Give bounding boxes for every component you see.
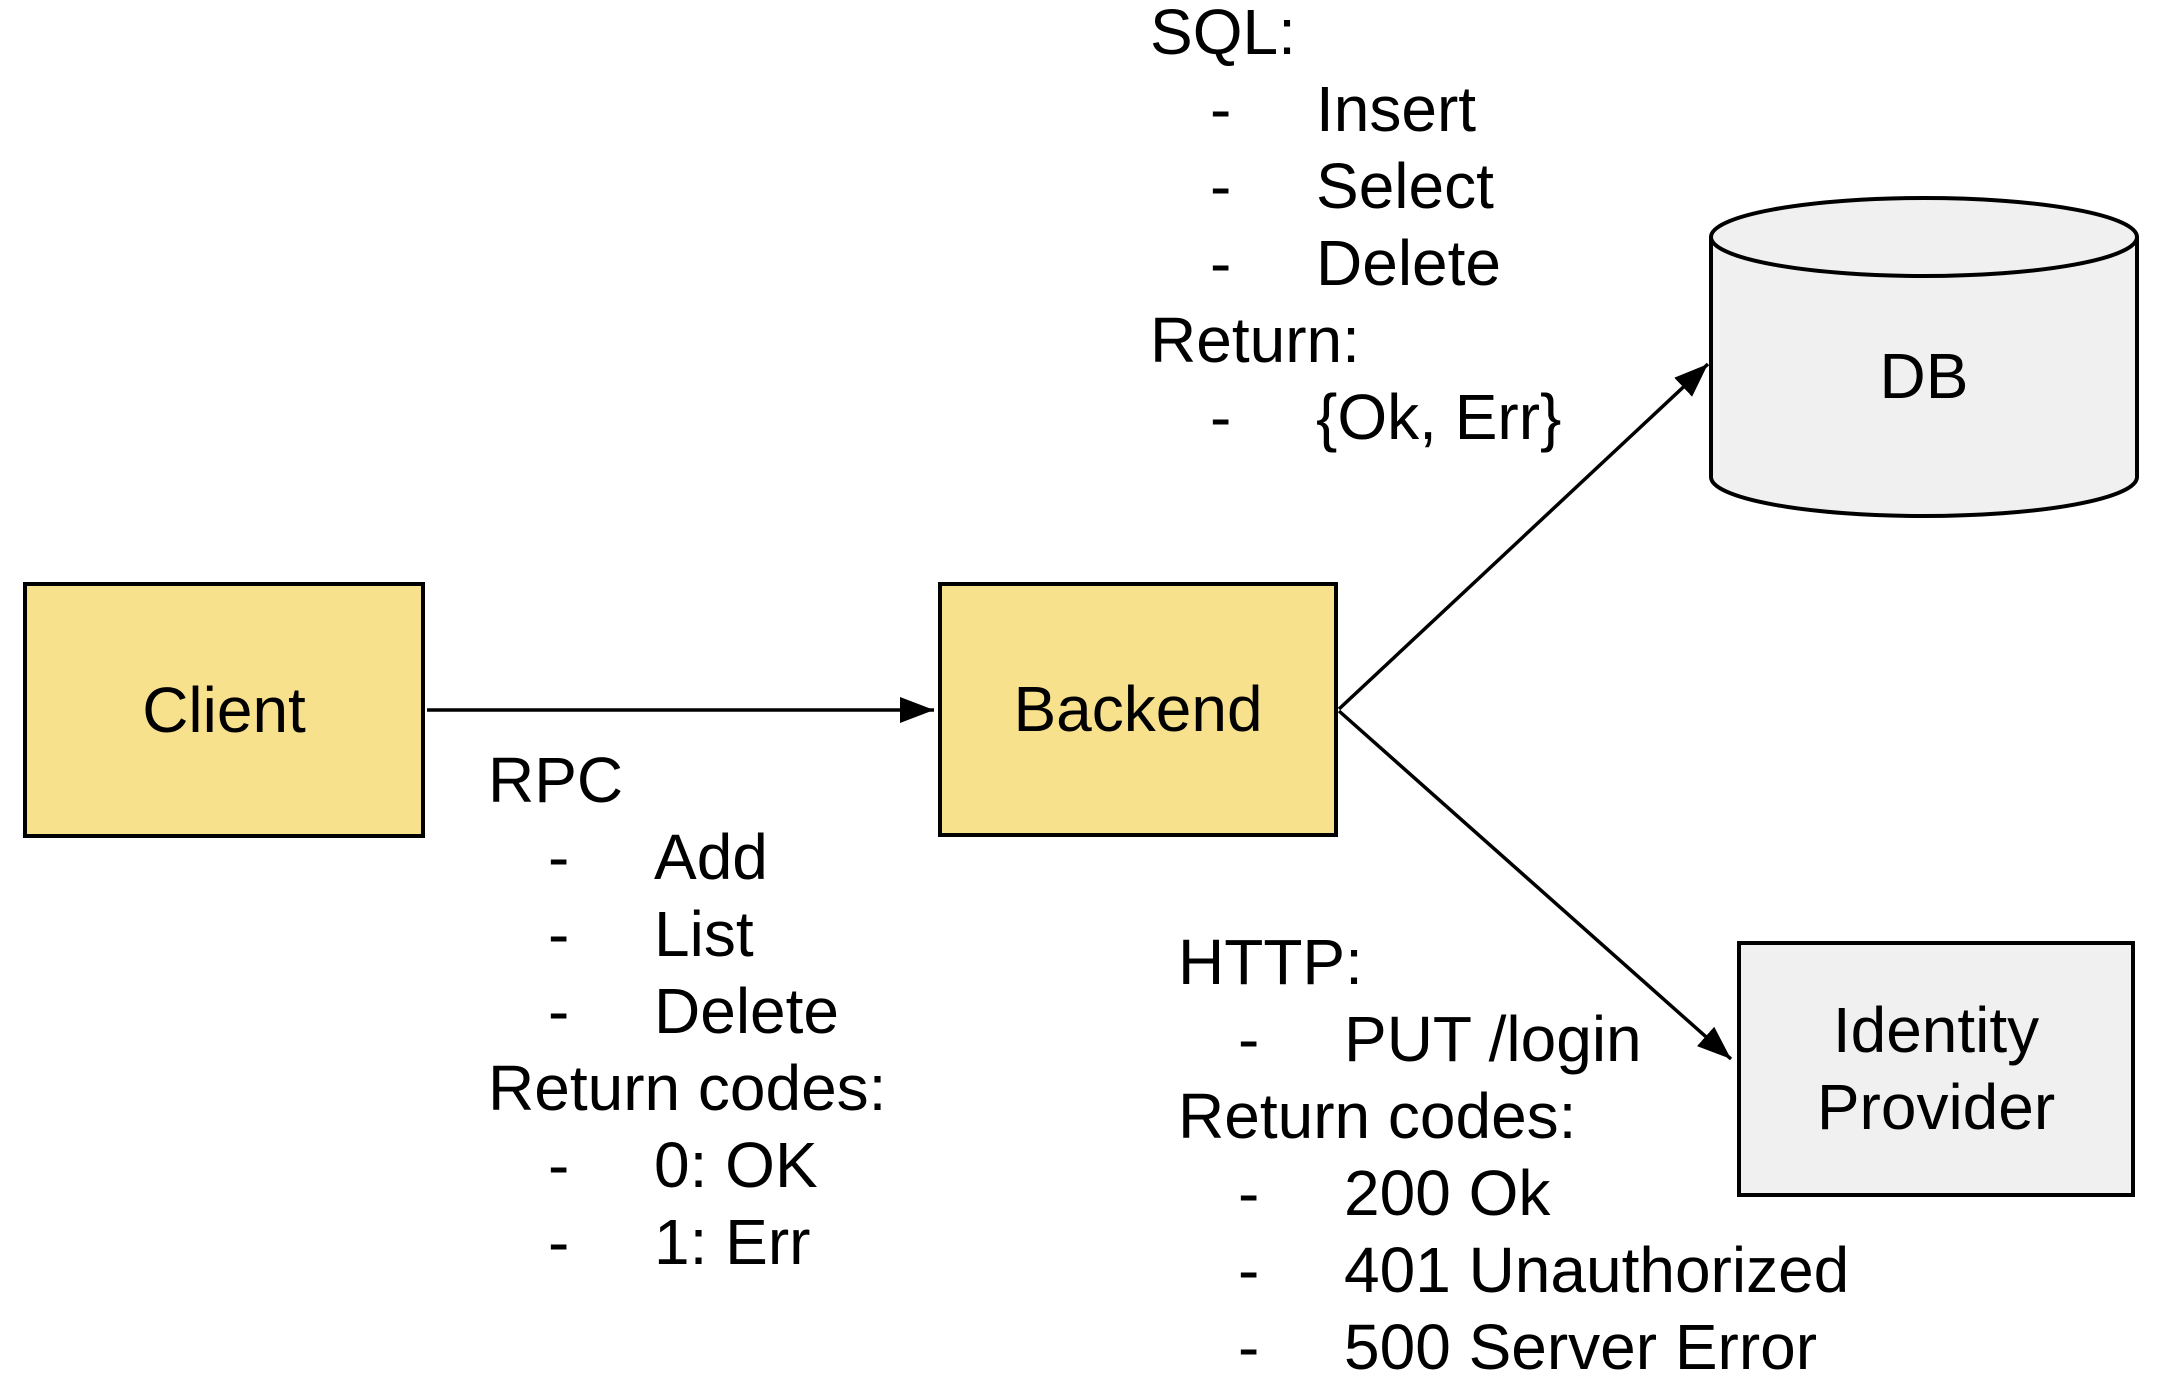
http-annotation-return-item: - 500 Server Error — [1178, 1309, 1849, 1386]
bullet-dash: - — [548, 898, 570, 970]
http-annotation-title: HTTP: — [1178, 926, 1363, 998]
sql-annotation-title: SQL: — [1150, 0, 1296, 68]
http-annotation: HTTP: - PUT /login Return codes: - 200 O… — [1178, 924, 1849, 1386]
backend-node-label: Backend — [1013, 673, 1263, 745]
bullet-dash: - — [1238, 1003, 1260, 1075]
bullet-dash: - — [548, 975, 570, 1047]
identity-provider-node: Identity Provider — [1737, 941, 2135, 1197]
sql-annotation-item: - Delete — [1150, 225, 1561, 302]
rpc-annotation-return-title: Return codes: — [488, 1052, 887, 1124]
rpc-annotation-item: - List — [488, 896, 886, 973]
identity-provider-node-label: Identity Provider — [1816, 994, 2056, 1143]
edge-backend-to-identity-provider — [1337, 709, 1733, 1061]
bullet-dash: - — [1238, 1234, 1260, 1306]
bullet-dash: - — [548, 1206, 570, 1278]
sql-annotation-item: - Insert — [1150, 71, 1561, 148]
rpc-annotation-return-item: - 1: Err — [488, 1204, 886, 1281]
rpc-annotation-item: - Delete — [488, 973, 886, 1050]
http-annotation-return-item: - 401 Unauthorized — [1178, 1232, 1849, 1309]
rpc-annotation-title: RPC — [488, 744, 624, 816]
bullet-dash: - — [548, 1129, 570, 1201]
bullet-dash: - — [1238, 1311, 1260, 1383]
bullet-dash: - — [1210, 227, 1232, 299]
sql-annotation: SQL: - Insert - Select - Delete Return: … — [1150, 0, 1561, 456]
db-cylinder — [1709, 196, 2139, 518]
sql-annotation-return-item: - {Ok, Err} — [1150, 379, 1561, 456]
bullet-dash: - — [1210, 150, 1232, 222]
rpc-annotation-return-item: - 0: OK — [488, 1127, 886, 1204]
client-node-label: Client — [142, 673, 306, 746]
sql-annotation-return-title: Return: — [1150, 304, 1360, 376]
rpc-annotation-item: - Add — [488, 819, 886, 896]
db-cylinder-body — [1709, 237, 2139, 518]
http-annotation-return-item: - 200 Ok — [1178, 1155, 1849, 1232]
db-cylinder-top — [1709, 196, 2139, 278]
http-annotation-item: - PUT /login — [1178, 1001, 1849, 1078]
client-node: Client — [23, 582, 425, 838]
bullet-dash: - — [1210, 73, 1232, 145]
backend-node: Backend — [938, 582, 1338, 837]
edge-backend-to-db — [1337, 362, 1710, 711]
bullet-dash: - — [1238, 1157, 1260, 1229]
bullet-dash: - — [548, 821, 570, 893]
http-annotation-return-title: Return codes: — [1178, 1080, 1577, 1152]
db-node-label: DB — [1879, 340, 1969, 412]
bullet-dash: - — [1210, 381, 1232, 453]
sql-annotation-item: - Select — [1150, 148, 1561, 225]
rpc-annotation: RPC - Add - List - Delete Return codes: … — [488, 742, 886, 1281]
